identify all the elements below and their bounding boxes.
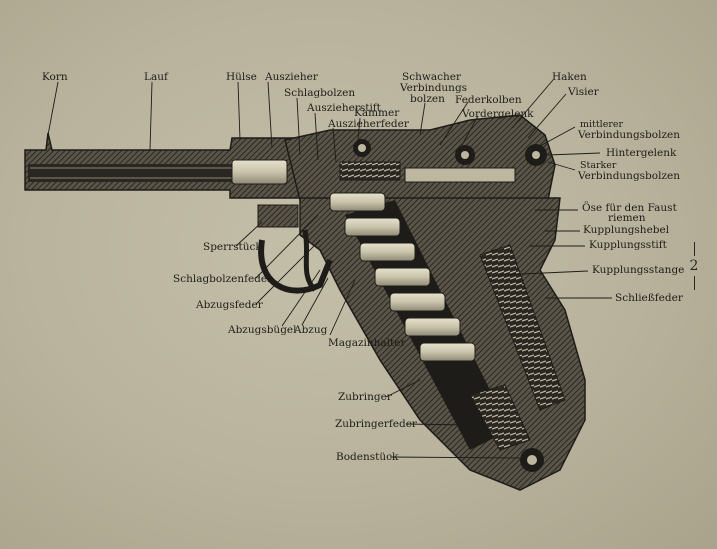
label-abzug: Abzug (294, 324, 328, 336)
page-number-text: 2 (689, 258, 699, 274)
magazine-cartridges (329, 192, 476, 362)
label-hintergelenk: Hintergelenk (606, 147, 677, 159)
label-huelse: Hülse (226, 71, 257, 83)
label-schwacher-3: bolzen (410, 93, 445, 105)
page-number-dash-bottom (693, 276, 695, 290)
label-bodenstueck: Bodenstück (336, 451, 399, 463)
label-vordergelenk: Vordergelenk (462, 108, 534, 120)
label-schliessfeder: Schließfeder (615, 292, 683, 304)
page-number: 2 (687, 240, 701, 292)
label-schwacher-1: Schwacher (402, 71, 461, 83)
receiver-toggle (284, 114, 556, 216)
label-federkolben: Federkolben (455, 94, 522, 106)
label-kupplungshebel: Kupplungshebel (583, 224, 670, 236)
label-schwacher-2: Verbindungs (400, 82, 468, 94)
label-sperrstueck: Sperrstück (203, 241, 262, 253)
label-mittlerer-1: mittlerer (580, 119, 624, 130)
label-kammer: Kammer (354, 107, 400, 119)
label-auszieher: Auszieher (265, 71, 318, 83)
trigger-guard (257, 204, 333, 294)
label-kupplungsstange: Kupplungsstange (592, 264, 685, 276)
leader-lines (47, 79, 612, 459)
label-auszieherfeder: Auszieherfeder (328, 118, 409, 130)
label-korn: Korn (42, 71, 68, 83)
label-kupplungsstift: Kupplungsstift (589, 239, 667, 251)
label-zubringer: Zubringer (338, 391, 392, 403)
barrel (24, 132, 301, 199)
label-lauf: Lauf (144, 71, 168, 83)
label-starker-2: Verbindungsbolzen (578, 170, 680, 182)
label-schlagbolzenfeder: Schlagbolzenfeder (173, 273, 273, 285)
label-magazinhalter: Magazinhalter (328, 337, 406, 349)
page-number-dash-top (693, 242, 695, 256)
label-abzugsbuegel: Abzugsbügel (228, 324, 297, 336)
label-visier: Visier (568, 86, 599, 98)
label-mittlerer-2: Verbindungsbolzen (578, 129, 680, 141)
label-schlagbolzen: Schlagbolzen (284, 87, 356, 99)
label-oese-2: riemen (608, 212, 646, 224)
label-oese-1: Öse für den Faust (582, 202, 677, 214)
label-abzugsfeder: Abzugsfeder (196, 299, 263, 311)
label-zubringerfeder: Zubringerfeder (335, 418, 417, 430)
label-auszieherstift: Auszieherstift (307, 102, 381, 114)
label-starker-1: Starker (580, 160, 617, 171)
label-haken: Haken (552, 71, 587, 83)
